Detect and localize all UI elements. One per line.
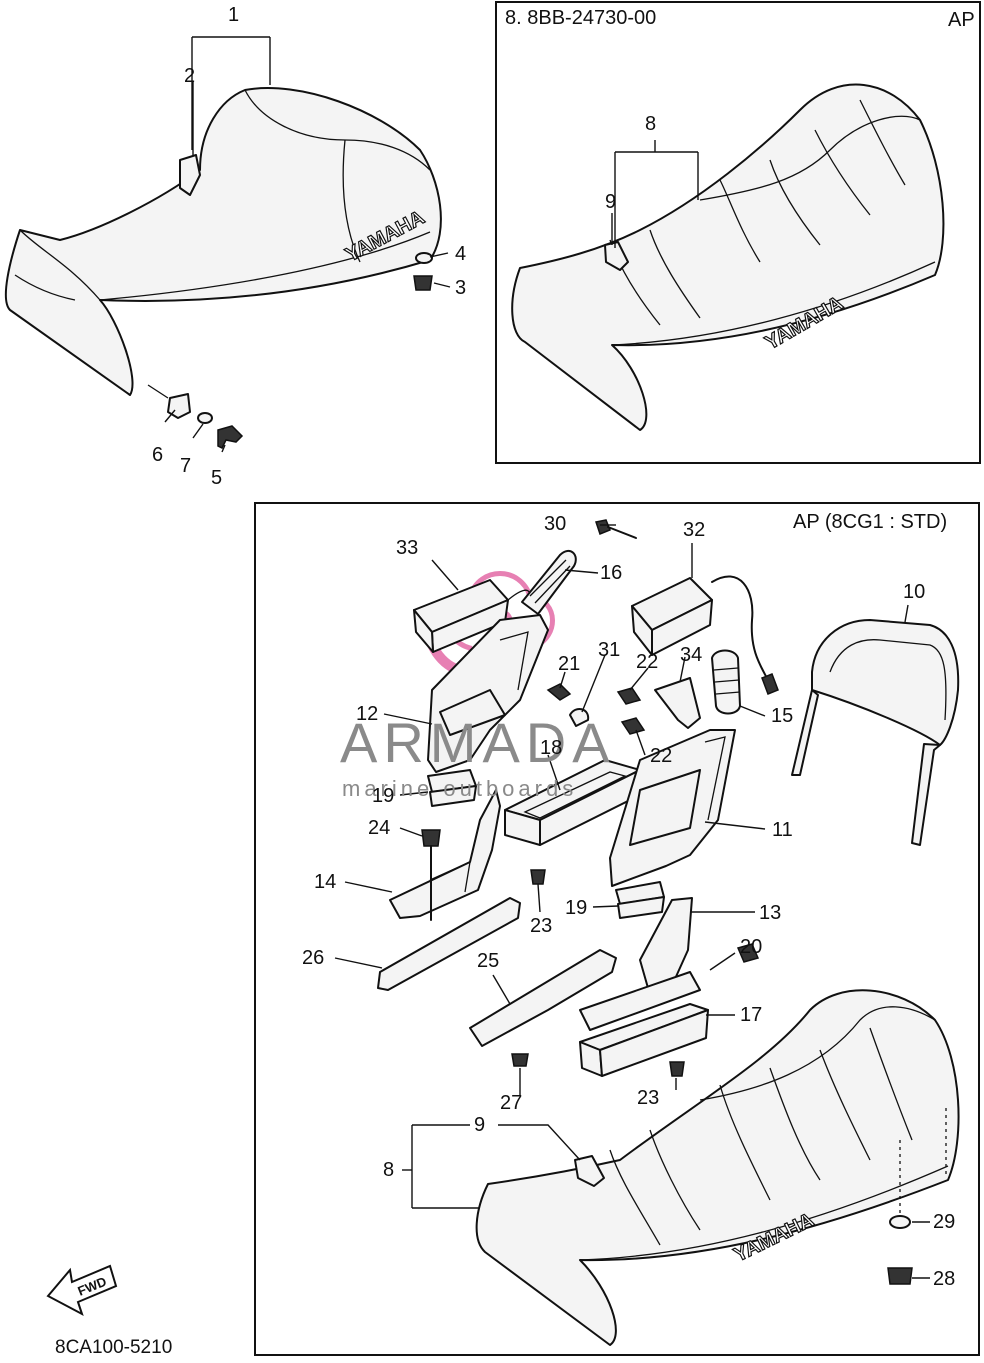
callout-21: 21 xyxy=(558,653,581,675)
part-33-switch-box xyxy=(413,579,531,653)
callout-8-box-a: 8 xyxy=(645,113,657,135)
callout-7: 7 xyxy=(180,455,192,477)
callout-5: 5 xyxy=(211,467,223,489)
callout-11: 11 xyxy=(772,819,793,841)
callout-20: 20 xyxy=(740,936,763,958)
footer-diagram-code: 8CA100-5210 xyxy=(55,1337,173,1358)
callout-30: 30 xyxy=(544,513,567,535)
box-b-frame xyxy=(254,502,980,1356)
callout-4: 4 xyxy=(455,243,467,265)
watermark-main: ARMADA xyxy=(340,711,616,774)
callout-25: 25 xyxy=(477,950,500,972)
callout-34: 34 xyxy=(680,644,703,666)
callout-22b: 22 xyxy=(650,745,673,767)
callout-22a: 22 xyxy=(636,651,659,673)
callout-8-box-b: 8 xyxy=(383,1159,395,1181)
callout-16: 16 xyxy=(600,562,623,584)
callout-32: 32 xyxy=(683,519,706,541)
callout-13: 13 xyxy=(759,902,782,924)
callout-1: 1 xyxy=(228,4,240,26)
callout-6: 6 xyxy=(152,444,164,466)
callout-15: 15 xyxy=(771,705,794,727)
callout-10: 10 xyxy=(903,581,926,603)
seat-assembly-8-bottom: YAMAHA xyxy=(475,989,960,1346)
part-15-grip xyxy=(711,649,741,715)
callout-27: 27 xyxy=(500,1092,523,1114)
part-17-cushion-rail xyxy=(579,971,709,1077)
callout-28: 28 xyxy=(933,1268,956,1290)
part-32-switch-box xyxy=(631,575,779,695)
callout-19b: 19 xyxy=(565,897,588,919)
part-16-grip xyxy=(521,549,577,615)
callout-17: 17 xyxy=(740,1004,763,1026)
box-a-tag: AP xyxy=(948,9,975,31)
watermark-sub: marine outboards xyxy=(342,776,578,801)
callout-2: 2 xyxy=(184,65,196,87)
callout-9-box-a: 9 xyxy=(605,191,617,213)
box-b-tag: AP (8CG1 : STD) xyxy=(793,511,948,533)
callout-29: 29 xyxy=(933,1211,956,1233)
callout-26: 26 xyxy=(302,947,325,969)
seat-assembly-8-variant: YAMAHA xyxy=(511,83,945,431)
part-11-bracket xyxy=(609,729,736,887)
callout-23a: 23 xyxy=(530,915,553,937)
callout-33: 33 xyxy=(396,537,419,559)
box-a-frame xyxy=(495,1,981,464)
fwd-arrow-icon: FWD xyxy=(46,1264,118,1317)
callout-23b: 23 xyxy=(637,1087,660,1109)
part-14-frame xyxy=(389,789,501,919)
callout-12: 12 xyxy=(356,703,379,725)
part-10-backrest xyxy=(791,619,960,846)
callout-9-box-b: 9 xyxy=(474,1114,486,1136)
callout-3: 3 xyxy=(455,277,467,299)
box-a-title: 8. 8BB-24730-00 xyxy=(505,7,657,29)
seat-assembly-1: YAMAHA xyxy=(4,87,442,450)
callout-18: 18 xyxy=(540,737,563,759)
callout-31: 31 xyxy=(598,639,621,661)
callout-24: 24 xyxy=(368,817,391,839)
part-12-bracket xyxy=(427,614,549,773)
callout-14: 14 xyxy=(314,871,337,893)
callout-19a: 19 xyxy=(372,785,395,807)
